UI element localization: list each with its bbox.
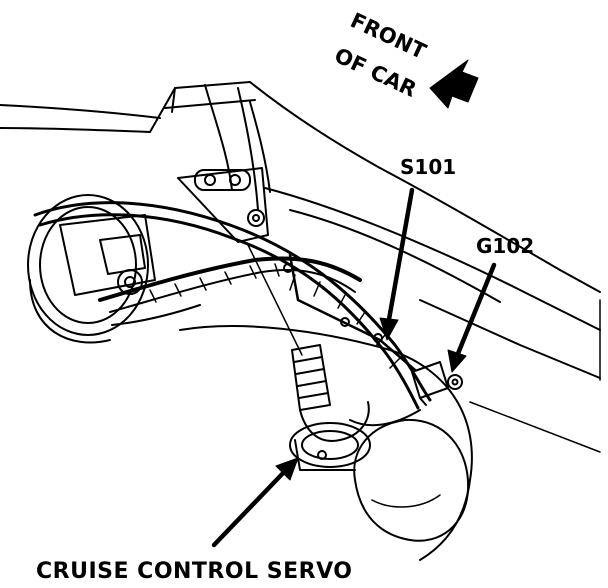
g102-label: G102 [476, 234, 535, 258]
cruise-control-servo [247, 244, 421, 471]
callout-arrows [211, 187, 497, 548]
wheel-well [179, 325, 473, 561]
g102-callout-arrow [454, 262, 497, 359]
fender-panel-lines [0, 81, 601, 453]
servo-callout-arrow [211, 467, 289, 548]
strut-tower-bracket [177, 84, 271, 243]
s101-callout-arrow [385, 187, 415, 328]
brake-booster [27, 194, 156, 344]
s101-label: S101 [400, 155, 457, 179]
front-of-car-arrow [429, 59, 479, 109]
cruise-control-servo-label: CRUISE CONTROL SERVO [36, 559, 353, 584]
wire-harness [33, 201, 432, 410]
